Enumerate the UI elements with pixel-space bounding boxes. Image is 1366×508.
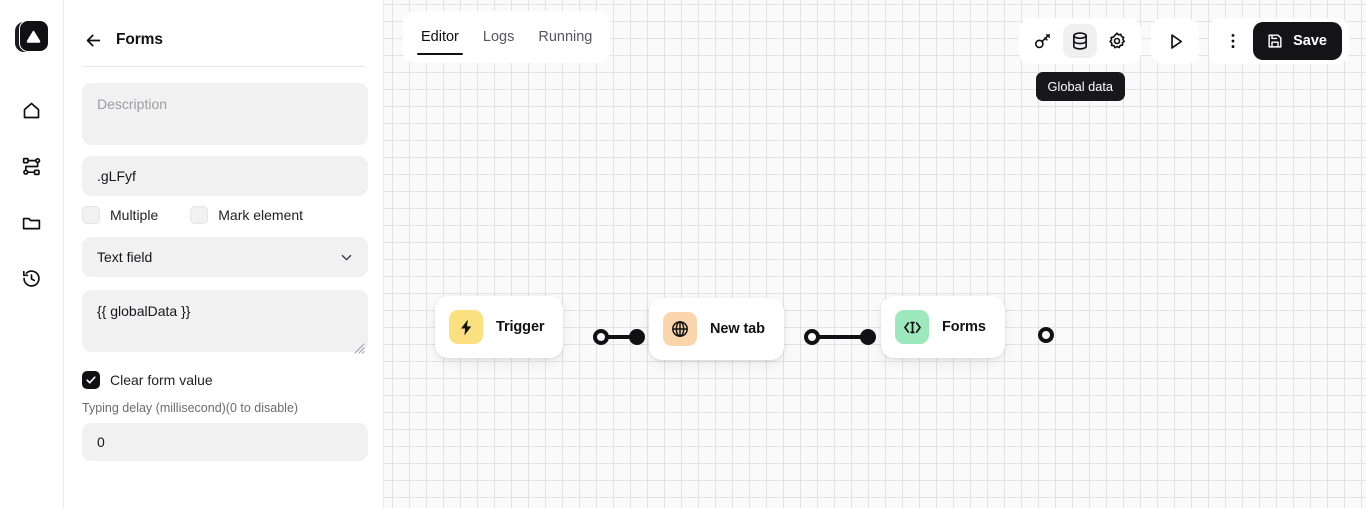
settings-button[interactable]: [1100, 24, 1134, 58]
home-icon: [23, 102, 40, 118]
credentials-button[interactable]: [1026, 24, 1060, 58]
workflow-canvas[interactable]: Editor Logs Running: [384, 0, 1366, 508]
node-forms-label: Forms: [942, 319, 986, 335]
left-icon-rail: [0, 0, 64, 508]
description-input[interactable]: [82, 83, 368, 145]
more-vertical-icon: [1231, 34, 1235, 48]
lightning-bolt-glyph: [460, 319, 471, 335]
forms-output-port[interactable]: [1038, 327, 1054, 343]
edge-source-port[interactable]: [593, 329, 609, 345]
clear-form-value-label: Clear form value: [110, 372, 213, 388]
tab-logs[interactable]: Logs: [482, 29, 515, 45]
node-new-tab[interactable]: New tab: [649, 298, 784, 360]
app-logo[interactable]: [14, 20, 49, 54]
node-trigger[interactable]: Trigger: [435, 296, 564, 358]
play-icon: [1170, 33, 1182, 49]
sidebar-item-home[interactable]: [12, 90, 52, 130]
workflow-icon: [22, 157, 41, 175]
typing-delay-label: Typing delay (millisecond)(0 to disable): [82, 401, 299, 415]
global-data-tooltip: Global data: [1035, 72, 1125, 101]
mark-element-checkbox-box[interactable]: [190, 206, 209, 224]
edge-line: [608, 334, 630, 340]
edge-trigger-to-newtab[interactable]: [593, 327, 645, 347]
globe-glyph: [672, 321, 688, 337]
sidebar-item-workflows[interactable]: [12, 146, 52, 186]
selector-input[interactable]: [82, 156, 368, 196]
folder-icon: [22, 217, 41, 229]
properties-panel: Forms Multiple Mark element: [64, 0, 384, 508]
edge-target-port[interactable]: [860, 329, 876, 345]
logo-front-layer: [18, 20, 49, 52]
field-type-value: Text field: [97, 249, 153, 265]
toolbar-group-actions: Save: [1209, 18, 1349, 64]
edge-newtab-to-forms[interactable]: [804, 327, 876, 347]
clear-form-value-box[interactable]: [82, 371, 100, 389]
arrow-left-icon: [86, 34, 100, 46]
save-button[interactable]: Save: [1253, 22, 1342, 60]
value-template-wrap: [82, 290, 368, 357]
history-icon: [22, 269, 40, 287]
canvas-tabs: Editor Logs Running: [403, 11, 611, 63]
page-title: Forms: [116, 31, 163, 48]
clear-form-value-checkbox[interactable]: Clear form value: [82, 371, 365, 389]
save-button-label: Save: [1293, 33, 1327, 49]
toolbar-group-run: [1151, 18, 1200, 64]
value-template-input[interactable]: [82, 290, 368, 352]
field-type-select[interactable]: Text field: [82, 237, 368, 277]
sidebar-item-files[interactable]: [12, 202, 52, 242]
chevron-down-icon: [341, 254, 352, 260]
edge-target-port[interactable]: [629, 329, 645, 345]
panel-body: Multiple Mark element Text field: [64, 67, 383, 461]
toolbar-group-primary: [1019, 18, 1142, 64]
database-icon: [1073, 32, 1088, 50]
gear-icon: [1109, 32, 1126, 49]
sidebar-item-history[interactable]: [12, 258, 52, 298]
more-options-button[interactable]: [1216, 24, 1250, 58]
key-icon: [1035, 33, 1051, 49]
floppy-disk-icon: [1268, 34, 1282, 48]
edge-source-port[interactable]: [804, 329, 820, 345]
canvas-toolbar: Save: [1019, 18, 1349, 64]
multiple-checkbox-box[interactable]: [82, 206, 100, 224]
node-forms[interactable]: Forms: [881, 296, 1005, 358]
mark-element-label: Mark element: [218, 207, 304, 223]
logo-triangle-icon: [26, 30, 41, 43]
panel-divider: [82, 66, 365, 67]
tab-running[interactable]: Running: [538, 29, 593, 45]
back-button[interactable]: [82, 29, 104, 51]
multiple-label: Multiple: [110, 207, 159, 223]
checkbox-row: Multiple Mark element: [82, 206, 365, 224]
form-input-glyph: [903, 321, 921, 333]
multiple-checkbox[interactable]: Multiple: [82, 206, 158, 224]
rail-nav-list: [12, 90, 52, 298]
check-icon: [86, 376, 96, 384]
node-new-tab-label: New tab: [710, 321, 765, 337]
typing-delay-input[interactable]: [82, 423, 368, 461]
form-input-icon: [895, 310, 929, 344]
mark-element-checkbox[interactable]: Mark element: [190, 206, 303, 224]
globe-icon: [663, 312, 697, 346]
lightning-bolt-icon: [449, 310, 483, 344]
edge-line: [819, 334, 861, 340]
global-data-button[interactable]: [1063, 24, 1098, 58]
run-button[interactable]: [1158, 24, 1192, 58]
tab-editor[interactable]: Editor: [417, 11, 463, 63]
panel-header: Forms: [64, 0, 383, 58]
node-trigger-label: Trigger: [496, 319, 545, 335]
